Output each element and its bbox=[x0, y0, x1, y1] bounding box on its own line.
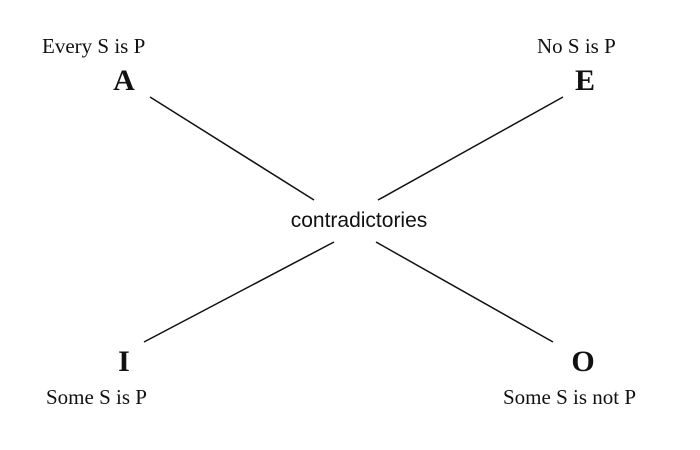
line-a-to-center bbox=[149, 96, 315, 201]
statement-e: No S is P bbox=[537, 34, 616, 58]
letter-i: I bbox=[118, 345, 130, 378]
letter-o: O bbox=[571, 345, 595, 378]
line-center-to-o bbox=[375, 241, 554, 343]
letter-a: A bbox=[113, 64, 135, 97]
center-label-contradictories: contradictories bbox=[290, 209, 428, 232]
statement-a: Every S is P bbox=[42, 34, 146, 58]
line-center-to-i bbox=[143, 241, 335, 343]
statement-i: Some S is P bbox=[46, 385, 147, 409]
line-e-to-center bbox=[377, 96, 564, 201]
statement-o: Some S is not P bbox=[503, 385, 637, 409]
letter-e: E bbox=[574, 64, 595, 97]
